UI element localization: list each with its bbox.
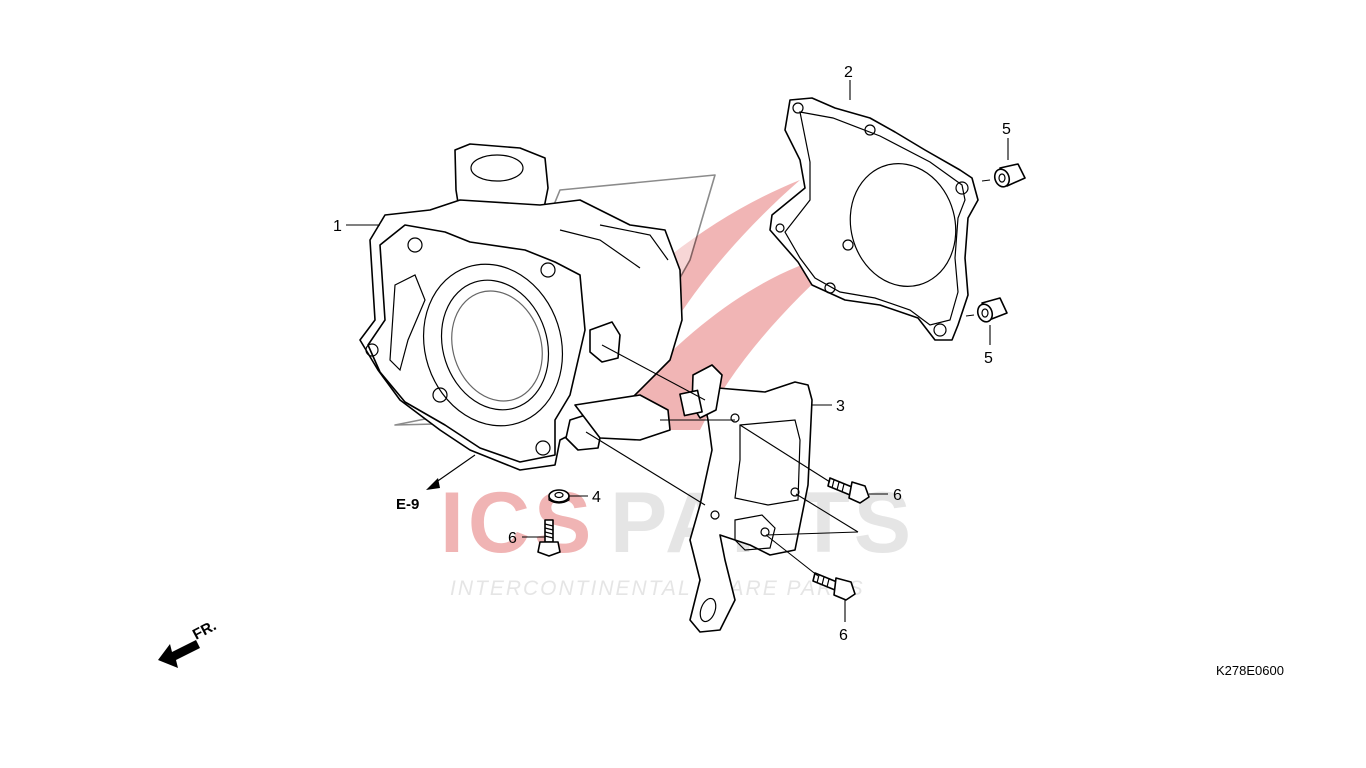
callout-4: 4: [592, 489, 601, 506]
bracket-clip: [679, 389, 703, 417]
cylinder-stud-hole: [540, 262, 556, 278]
front-direction-arrow: FR.: [158, 617, 219, 668]
front-arrow-icon: [158, 640, 200, 668]
callout-1: 1: [333, 218, 342, 235]
callout-5-upper: 5: [1002, 121, 1011, 138]
callouts: 1 2 3 4 5 5 6 6 6: [333, 64, 1011, 644]
bolt-part-6-left[interactable]: [537, 519, 561, 557]
bracket-slot: [699, 597, 717, 623]
gasket-stud-hole: [792, 102, 804, 114]
gasket-bore: [849, 163, 957, 287]
ref-arrowhead: [426, 478, 440, 490]
washer-part-4[interactable]: [548, 489, 570, 504]
callout-3: 3: [836, 398, 845, 415]
callout-6-lower-right: 6: [839, 627, 848, 644]
callout-2: 2: [844, 64, 853, 81]
gasket-stud-hole: [864, 124, 876, 136]
gasket-stud-hole: [933, 323, 947, 337]
reference-label: E-9: [396, 496, 419, 513]
bracket-bolt-hole: [760, 527, 770, 537]
watermark-logo-text-a: ICS: [440, 475, 595, 571]
gasket-stud-hole: [842, 239, 854, 251]
front-label: FR.: [190, 617, 219, 643]
callout-6-left: 6: [508, 530, 517, 547]
cylinder-chain-tunnel: [389, 274, 426, 372]
bolt-part-6-upper-right[interactable]: [827, 477, 870, 504]
cylinder-bore-inner: [440, 279, 550, 411]
cylinder-part-1[interactable]: [359, 143, 716, 471]
gasket-stud-hole: [824, 282, 836, 294]
cylinder-bore-outer: [422, 263, 564, 427]
cylinder-stud-hole: [365, 343, 379, 357]
bracket-bolt-hole: [790, 487, 800, 497]
cylinder-stud-hole: [535, 440, 551, 456]
bracket-body: [689, 381, 813, 633]
bracket-part-3[interactable]: [679, 364, 813, 633]
dowel-pin-part-5-lower[interactable]: [965, 297, 1008, 324]
cylinder-stud-hole: [407, 237, 423, 253]
gasket-inner-edge: [784, 111, 966, 326]
dowel-pin-part-5-upper[interactable]: [981, 163, 1026, 189]
head-gasket-part-2[interactable]: [769, 97, 979, 341]
cylinder-side-boss: [589, 321, 621, 363]
gasket-outline: [769, 97, 979, 341]
gasket-stud-hole: [775, 223, 785, 233]
watermark-tagline: INTERCONTINENTAL SPARE PARTS: [450, 577, 865, 600]
cylinder-stud-hole: [432, 387, 448, 403]
bracket-shelf: [734, 419, 801, 506]
bolt-part-6-lower-right[interactable]: [812, 572, 856, 601]
cylinder-intake-port: [470, 154, 524, 182]
bracket-shelf-bottom: [734, 514, 776, 551]
bracket-bolt-hole: [710, 510, 720, 520]
gasket-stud-hole: [955, 181, 969, 195]
callout-6-upper-right: 6: [893, 487, 902, 504]
callout-5-lower: 5: [984, 350, 993, 367]
assembly-lines: [346, 80, 1009, 622]
bracket-bolt-hole: [730, 413, 740, 423]
cylinder-gasket-face: [367, 224, 586, 463]
cylinder-bracket-mount: [574, 394, 671, 441]
drawing-code: K278E0600: [1216, 663, 1284, 678]
